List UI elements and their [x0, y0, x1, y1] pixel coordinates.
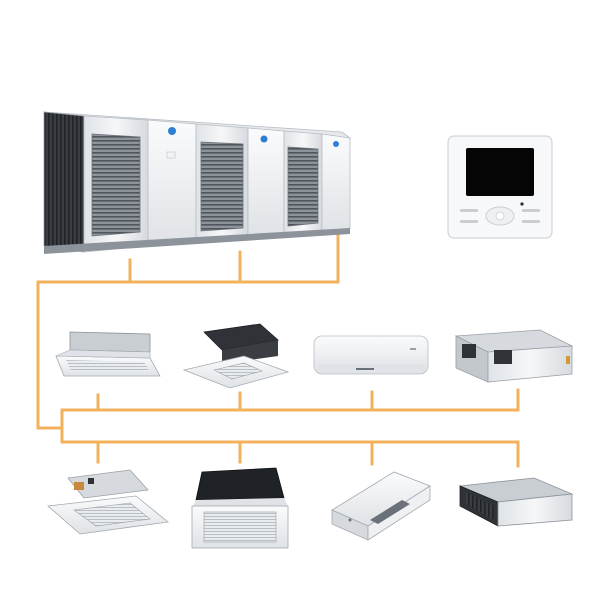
row1-branch-line	[60, 388, 520, 412]
controller-screen	[466, 148, 534, 196]
module-6-panel	[321, 133, 351, 233]
side-coil	[43, 111, 85, 253]
main-supply-pipe	[36, 233, 340, 430]
ceiling-cassette-one-way-icon	[55, 331, 161, 377]
outdoor-unit	[42, 111, 352, 254]
ceiling-cassette-four-way-icon	[182, 323, 290, 389]
row2-branch-line	[60, 440, 520, 468]
module-3-grille	[200, 141, 244, 232]
brand-logo	[333, 141, 339, 147]
module-4-panel	[247, 127, 285, 239]
compact-cassette-icon	[47, 469, 169, 535]
brand-logo	[260, 135, 268, 143]
high-static-ducted-icon	[454, 329, 574, 383]
module-1-grille	[91, 133, 141, 237]
base-rail	[44, 228, 350, 254]
brand-logo	[168, 127, 176, 135]
wall-mounted-split-icon	[313, 335, 429, 375]
floor-ceiling-icon	[331, 471, 431, 541]
module-5-grille	[287, 146, 319, 227]
thermostat-controller-icon	[447, 135, 553, 239]
controller-buttons	[460, 209, 540, 223]
slim-ducted-icon	[458, 477, 574, 527]
round-flow-cassette-icon	[191, 467, 289, 549]
refrigerant-piping	[36, 233, 520, 468]
module-2-panel	[147, 119, 197, 247]
